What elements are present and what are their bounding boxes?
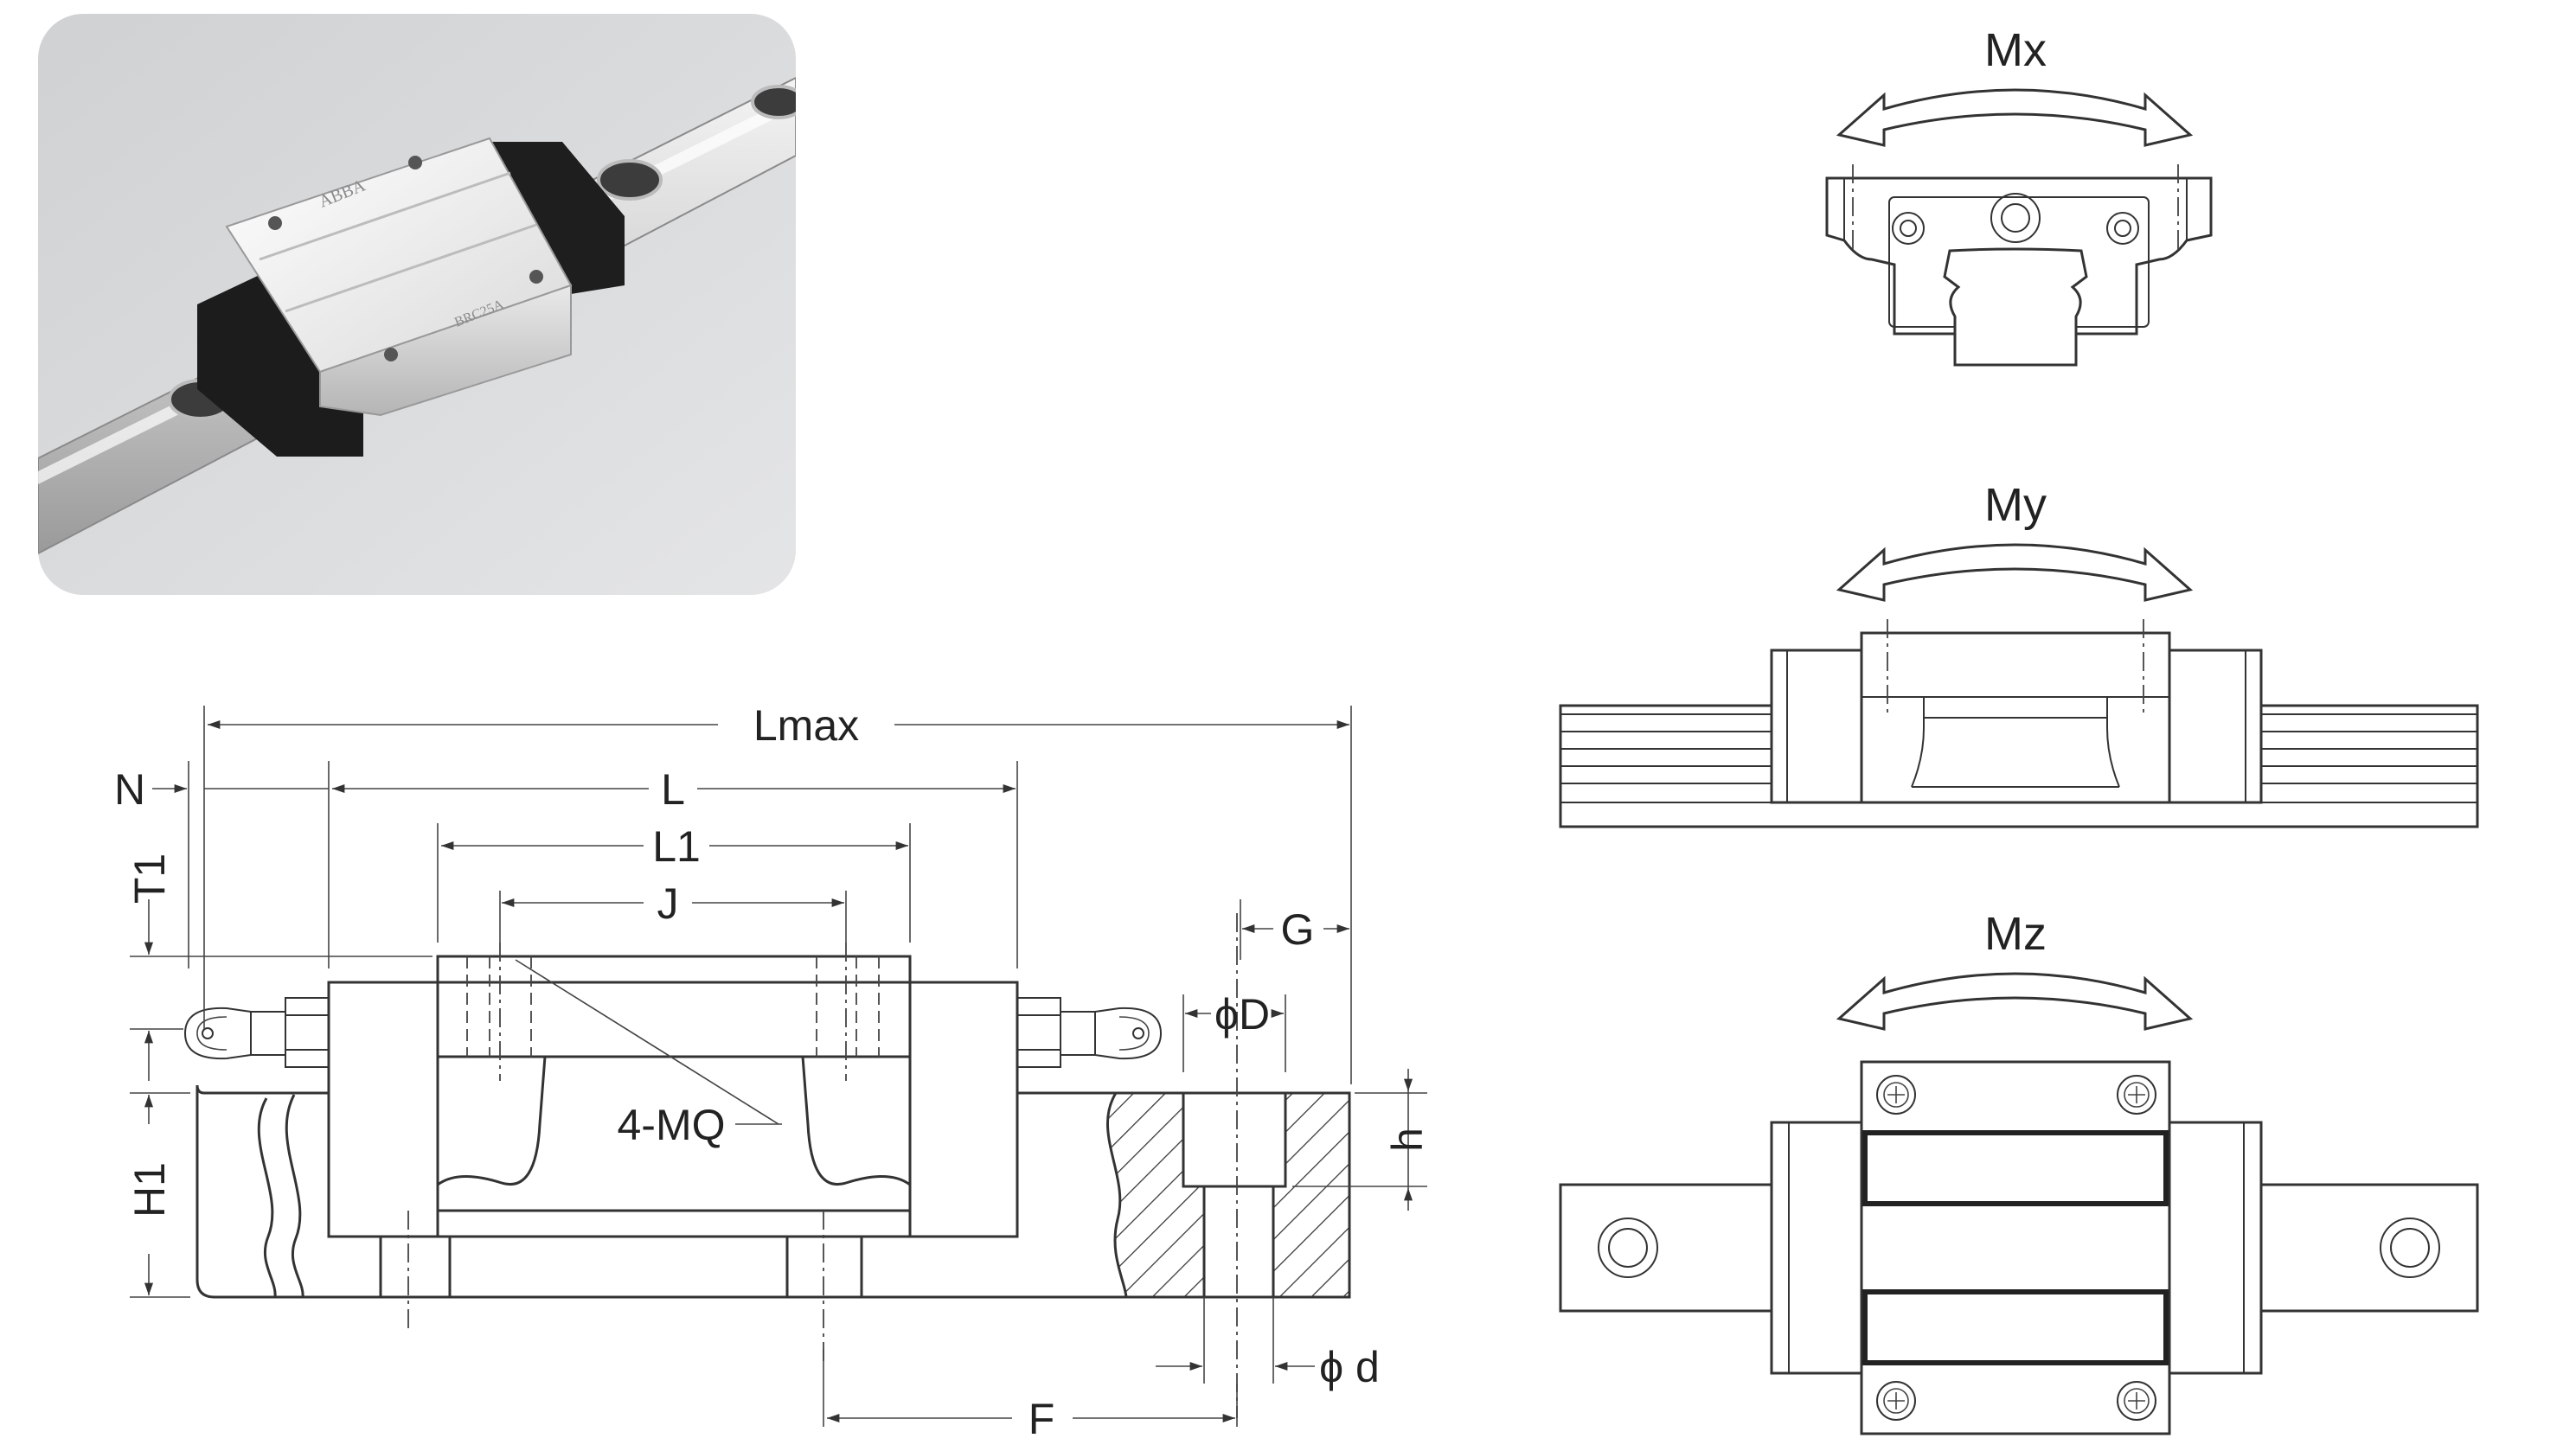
dim-h: h (1383, 1128, 1432, 1152)
mx-end-view: Mx (1825, 24, 2213, 367)
my-side-view: My (1559, 479, 2479, 828)
carriage-block-section (327, 913, 1238, 1418)
grease-nipple-left (183, 997, 330, 1068)
dim-t1: T1 (125, 853, 174, 904)
my-rotation-arrow (1836, 543, 2194, 602)
dim-l1: L1 (652, 822, 701, 871)
dimension-lines (144, 719, 1413, 1423)
label-4-mq: 4-MQ (618, 1101, 726, 1149)
carriage-block-photo: ABBA BRC25A (197, 137, 625, 457)
grease-nipple-right (1016, 997, 1163, 1068)
dim-h1: H1 (125, 1162, 174, 1218)
dim-n: N (114, 765, 145, 814)
dim-l: L (661, 765, 685, 814)
dim-f: F (1028, 1395, 1055, 1443)
moment-mx-label: Mx (1984, 24, 2047, 76)
mz-rotation-arrow (1836, 972, 2194, 1031)
moment-my-label: My (1984, 479, 2047, 531)
dim-phi-small-d: ϕ d (1319, 1343, 1380, 1391)
mounting-screw-icon (1876, 1075, 2156, 1421)
dimension-labels: Lmax L L1 J N T1 H1 G ϕD h ϕ d F 4-MQ (114, 701, 1432, 1443)
dim-phi-big-d: ϕD (1214, 990, 1270, 1039)
rail-section (195, 1084, 1351, 1299)
dim-j: J (657, 879, 679, 928)
mz-top-view: Mz (1559, 908, 2479, 1435)
dim-lmax: Lmax (753, 701, 859, 750)
extension-lines (130, 706, 1427, 1427)
product-photo: ABBA BRC25A (38, 14, 796, 595)
dim-g: G (1281, 905, 1315, 954)
mx-rotation-arrow (1836, 88, 2194, 147)
moment-mz-label: Mz (1984, 908, 2047, 960)
side-view-drawing: Lmax L L1 J N T1 H1 G ϕD h ϕ d F 4-MQ (114, 701, 1432, 1443)
